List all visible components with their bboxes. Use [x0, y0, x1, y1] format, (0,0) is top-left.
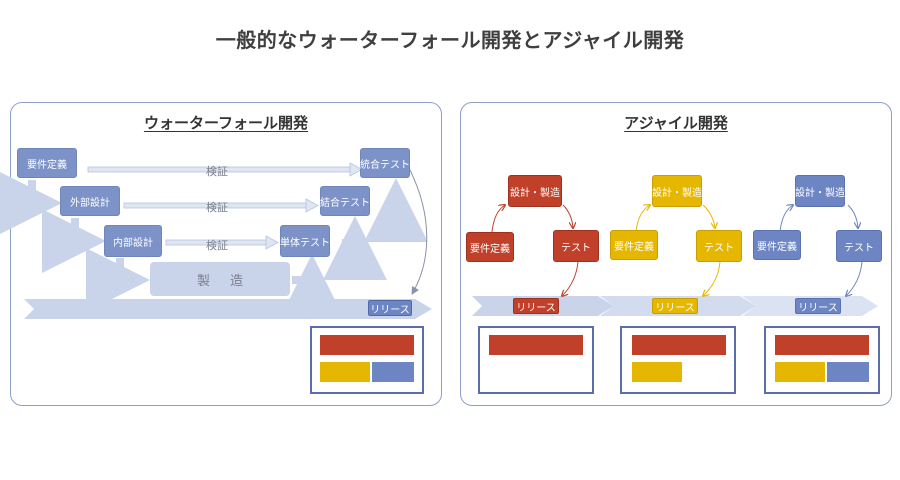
agile-product-2-yellow: [632, 362, 682, 382]
agile-title: アジャイル開発: [624, 114, 728, 132]
step-arrow-right-3: [364, 178, 428, 242]
cycle3-test: テスト: [836, 230, 882, 262]
verify-arrow-2: [123, 198, 319, 213]
waterfall-release-tag: リリース: [368, 300, 412, 316]
step-arrow-right-2: [323, 216, 387, 280]
agile-product-3-red: [775, 335, 869, 355]
cycle3-design: 設計・製造: [795, 175, 845, 207]
cycle2-requirements: 要件定義: [610, 230, 658, 260]
step-arrow-left-1: [0, 171, 62, 235]
cycle3-arrow-release: [846, 261, 863, 296]
stage-integration-test: 統合テスト: [360, 148, 410, 178]
verify-arrow-3: [165, 235, 279, 250]
cycle1-arrow-up: [491, 205, 505, 233]
step-arrow-left-3: [86, 248, 150, 312]
cycle2-arrow-release: [703, 261, 721, 296]
step-arrow-right-1: [280, 254, 344, 318]
cycle2-arrow-up: [635, 205, 650, 233]
verify-label-3: 検証: [206, 239, 228, 252]
cycle1-release: リリース: [513, 298, 559, 314]
cycle3-arrow-down: [847, 204, 858, 228]
waterfall-timeline-arrow: [24, 299, 432, 319]
step-arrow-left-2: [42, 209, 106, 273]
cycle2-release: リリース: [652, 298, 698, 314]
agile-product-1-red: [489, 335, 583, 355]
waterfall-product-yellow: [320, 362, 370, 382]
stage-manufacture: 製造: [150, 262, 290, 296]
page-title: 一般的なウォーターフォール開発とアジャイル開発: [215, 28, 685, 52]
cycle1-arrow-release: [562, 261, 579, 296]
waterfall-product-red: [320, 335, 414, 355]
cycle1-test: テスト: [553, 230, 599, 262]
release-curve-arrow: [409, 169, 428, 295]
cycle1-design: 設計・製造: [508, 175, 562, 207]
cycle3-arrow-up: [779, 205, 793, 233]
cycle1-requirements: 要件定義: [466, 232, 514, 262]
stage-unit-test: 単体テスト: [280, 225, 330, 257]
verify-label-2: 検証: [206, 201, 228, 214]
cycle3-release: リリース: [795, 298, 841, 314]
cycle3-requirements: 要件定義: [753, 230, 801, 260]
agile-product-3-blue: [827, 362, 869, 382]
cycle2-design: 設計・製造: [652, 175, 702, 207]
stage-external-design: 外部設計: [60, 186, 120, 216]
stage-internal-design: 内部設計: [104, 225, 162, 257]
cycle2-test: テスト: [696, 230, 742, 262]
agile-product-2-red: [632, 335, 726, 355]
cycle2-arrow-down: [702, 204, 715, 228]
waterfall-title: ウォーターフォール開発: [143, 114, 309, 132]
cycle1-arrow-down: [562, 204, 573, 228]
verify-arrow-1: [87, 162, 363, 177]
stage-combined-test: 結合テスト: [320, 186, 370, 216]
verify-label-1: 検証: [206, 165, 228, 178]
agile-product-3-yellow: [775, 362, 825, 382]
stage-requirements: 要件定義: [17, 148, 77, 178]
waterfall-product-blue: [372, 362, 414, 382]
